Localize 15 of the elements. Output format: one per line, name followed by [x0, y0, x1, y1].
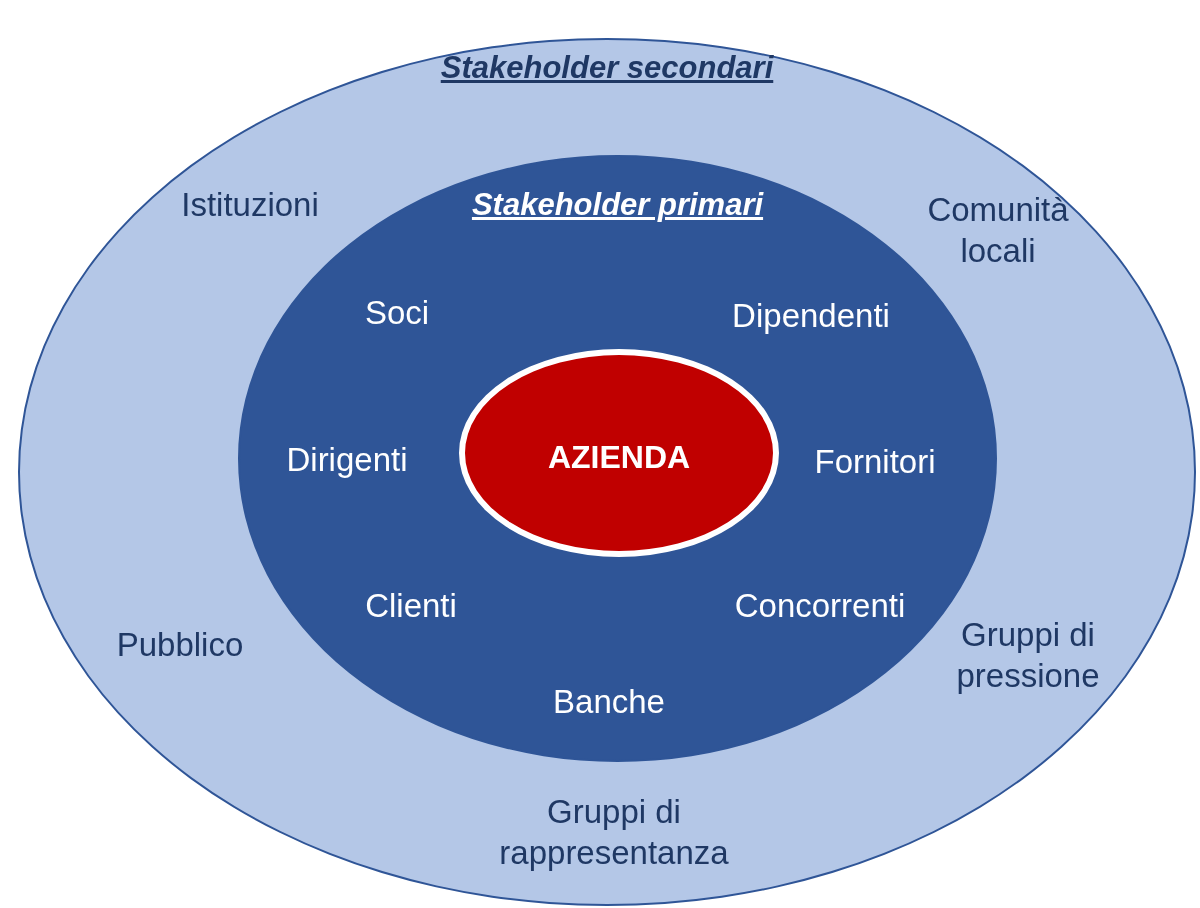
stakeholder-label: Istituzioni — [180, 185, 320, 226]
stakeholder-label: Comunità locali — [926, 189, 1070, 271]
stakeholder-label: Concorrenti — [733, 586, 907, 627]
ellipse-label: AZIENDA — [547, 439, 691, 476]
stakeholder-label: Fornitori — [813, 442, 937, 483]
ellipse-heading: Stakeholder primari — [471, 187, 764, 223]
stakeholder-label: Dirigenti — [285, 440, 409, 481]
stakeholder-label: Clienti — [364, 586, 458, 627]
stakeholder-label: Pubblico — [115, 625, 245, 666]
stakeholder-label: Dipendenti — [731, 296, 891, 337]
stakeholder-label: Banche — [552, 682, 666, 723]
ellipse-heading: Stakeholder secondari — [440, 50, 774, 86]
stakeholder-label: Gruppi di pressione — [955, 614, 1101, 696]
stakeholder-label: Soci — [363, 293, 431, 334]
stakeholder-label: Gruppi di rappresentanza — [498, 791, 730, 873]
